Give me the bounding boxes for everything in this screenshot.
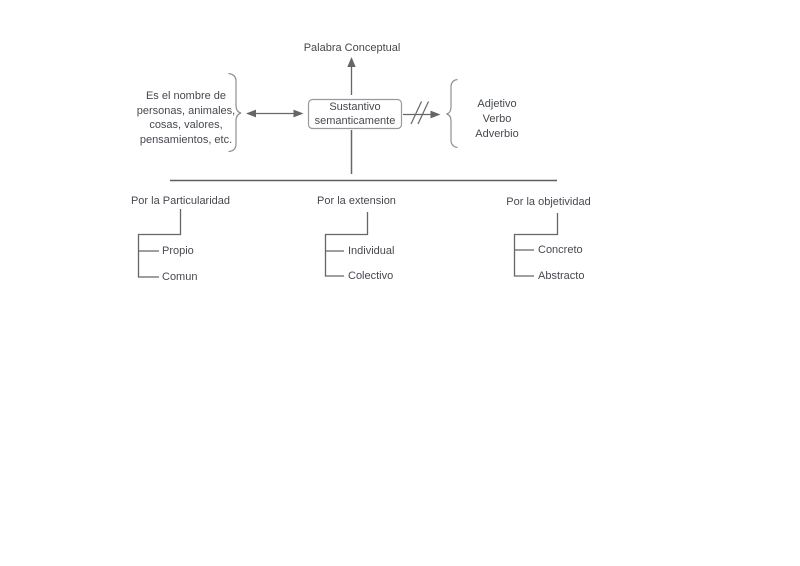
double-arrow-right-head-icon bbox=[293, 109, 304, 118]
branch-label-particularidad: Por la Particularidad bbox=[130, 195, 231, 207]
center-box-label: Sustantivo semanticamente bbox=[314, 101, 396, 127]
branch-label-extension: Por la extension bbox=[317, 195, 396, 207]
left-brace-icon bbox=[228, 72, 242, 153]
branch-child-propio: Propio bbox=[162, 244, 194, 257]
tree-connector-particularidad bbox=[137, 209, 182, 278]
slash-mark-1 bbox=[410, 101, 423, 125]
slash-mark-2 bbox=[417, 101, 430, 125]
tree-connector-extension bbox=[324, 212, 369, 277]
top-label: Palabra Conceptual bbox=[303, 42, 401, 54]
branch-child-concreto: Concreto bbox=[538, 243, 583, 256]
right-brace-icon bbox=[446, 78, 458, 149]
center-box-shape bbox=[307, 98, 403, 130]
branch-label-objetividad: Por la objetividad bbox=[506, 196, 591, 208]
double-arrow-left-head-icon bbox=[246, 109, 256, 118]
left-note: Es el nombre de personas, animales, cosa… bbox=[136, 90, 236, 146]
crossed-arrow-head-icon bbox=[430, 110, 441, 119]
tree-connector-objetividad bbox=[513, 213, 559, 277]
branch-child-comun: Comun bbox=[162, 270, 198, 283]
right-note: Adjetivo Verbo Adverbio bbox=[475, 98, 519, 140]
arrow-up-head-icon bbox=[347, 57, 356, 67]
branch-child-abstracto: Abstracto bbox=[538, 269, 585, 282]
branch-child-colectivo: Colectivo bbox=[348, 269, 394, 282]
branch-child-individual: Individual bbox=[348, 244, 395, 257]
